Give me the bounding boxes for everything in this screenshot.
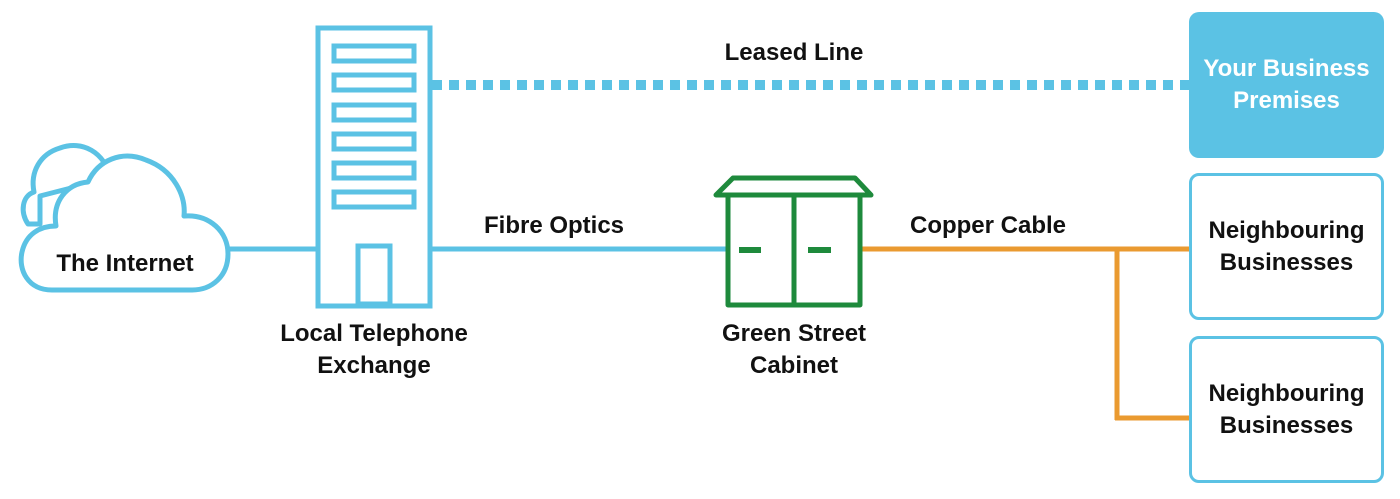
neighbour-line2: Businesses [1219, 411, 1354, 439]
neighbour-line2: Businesses [1219, 248, 1354, 276]
neighbouring-businesses-box: Neighbouring Businesses [1189, 336, 1384, 483]
cabinet-label: Green Street Cabinet [694, 318, 894, 382]
neighbour-line1: Neighbouring [1208, 216, 1365, 244]
exchange-label-line2: Exchange [317, 352, 431, 379]
cabinet-label-line2: Cabinet [749, 352, 838, 379]
street-cabinet-icon [713, 175, 874, 308]
premises-line2: Premises [1233, 87, 1340, 114]
leased-line-label: Leased Line [724, 39, 864, 66]
exchange-label: Local Telephone Exchange [264, 318, 484, 382]
copper-cable-lines [860, 246, 1192, 421]
fibre-optics-label: Fibre Optics [483, 212, 625, 239]
internet-label: The Internet [56, 250, 194, 277]
premises-line1: Your Business [1203, 55, 1370, 82]
exchange-label-line1: Local Telephone [280, 320, 468, 347]
building-icon [315, 25, 433, 309]
copper-cable-label: Copper Cable [909, 212, 1067, 239]
your-business-premises-box: Your Business Premises [1189, 12, 1384, 158]
cabinet-label-line1: Green Street [721, 320, 867, 347]
cloud-icon [18, 143, 231, 293]
neighbouring-businesses-box: Neighbouring Businesses [1189, 173, 1384, 320]
neighbour-line1: Neighbouring [1208, 379, 1365, 407]
